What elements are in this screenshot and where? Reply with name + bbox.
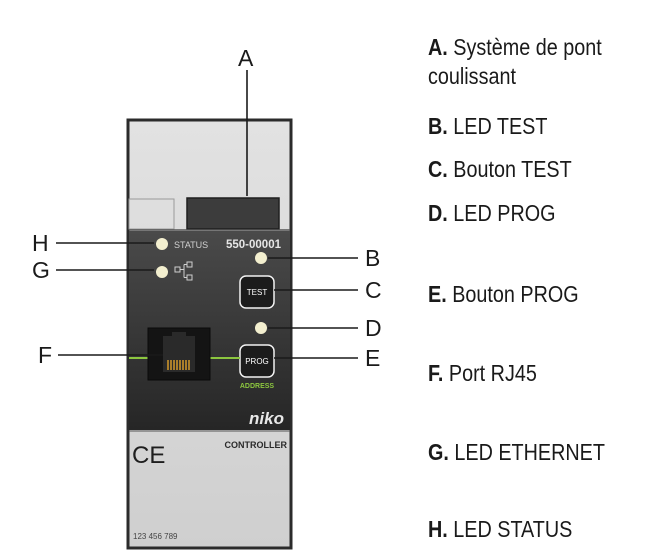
- network-icon: [174, 261, 193, 281]
- legend-item-d: D. LED PROG: [428, 200, 556, 226]
- prog-led: [255, 322, 267, 334]
- prog-button-label: PROG: [245, 357, 269, 366]
- sliding-bridge[interactable]: [186, 197, 280, 230]
- legend-item-f: F. Port RJ45: [428, 360, 537, 386]
- callout-lines: [56, 70, 358, 359]
- legend-item-c: C. Bouton TEST: [428, 156, 572, 182]
- ethernet-led: [156, 266, 168, 278]
- niko-logo: niko: [249, 409, 284, 428]
- serial-number: 123 456 789: [133, 532, 178, 541]
- callout-d: D: [365, 315, 382, 341]
- status-led: [156, 238, 168, 250]
- callout-g: G: [32, 257, 50, 283]
- legend-item-b: B. LED TEST: [428, 113, 548, 139]
- test-button[interactable]: [239, 275, 275, 309]
- callout-f: F: [38, 342, 52, 368]
- legend-item-a: A. Système de pont coulissant: [428, 34, 602, 89]
- address-label: ADDRESS: [240, 383, 275, 390]
- status-label: STATUS: [174, 240, 208, 250]
- model-number: 550-00001: [226, 239, 282, 251]
- rj45-port[interactable]: [147, 327, 211, 381]
- callout-e: E: [365, 345, 380, 371]
- legend-item-e: E. Bouton PROG: [428, 281, 579, 307]
- legend-item-g: G. LED ETHERNET: [428, 439, 605, 465]
- ce-mark: CE: [132, 442, 165, 469]
- callout-b: B: [365, 245, 380, 271]
- callout-h: H: [32, 230, 49, 256]
- prog-button[interactable]: [239, 344, 275, 378]
- test-button-label: TEST: [247, 288, 268, 297]
- callout-a: A: [238, 45, 254, 71]
- callout-c: C: [365, 277, 382, 303]
- legend-item-h: H. LED STATUS: [428, 516, 573, 542]
- controller-label: CONTROLLER: [225, 440, 288, 450]
- test-led: [255, 252, 267, 264]
